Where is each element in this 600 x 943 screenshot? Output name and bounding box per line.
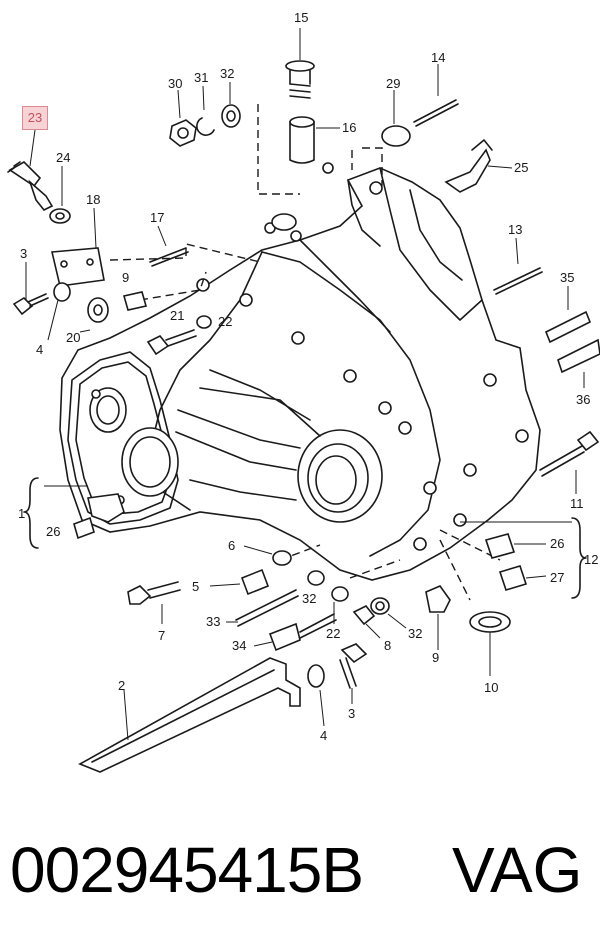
callout-26: 26 [46,524,60,539]
callout-24: 24 [56,150,70,165]
callout-3: 3 [20,246,27,261]
callout-4: 4 [36,342,43,357]
callout-20: 20 [66,330,80,345]
callout-13: 13 [508,222,522,237]
callout-34: 34 [232,638,246,653]
callout-22-bottom: 22 [326,626,340,641]
callout-16: 16 [342,120,356,135]
callout-1: 1 [18,506,25,521]
callout-17: 17 [150,210,164,225]
callout-14: 14 [431,50,445,65]
callout-7: 7 [158,628,165,643]
highlight-box-23 [22,106,48,130]
callout-2: 2 [118,678,125,693]
brand-name: VAG [452,834,583,906]
callout-9-right: 9 [432,650,439,665]
callout-32-mid: 32 [302,591,316,606]
callout-8: 8 [384,638,391,653]
gearbox-housing [59,162,541,581]
exploded-parts-diagram: 15 14 30 31 32 29 16 24 25 18 17 13 3 9 … [7,10,600,773]
callout-11: 11 [570,496,584,511]
footer-bar: 002945415B VAG [0,825,600,943]
part-15-plug [285,28,315,99]
callout-4-bottom: 4 [320,728,327,743]
callout-33: 33 [206,614,220,629]
part-2-rail [78,657,301,773]
callout-5: 5 [192,579,199,594]
callout-15: 15 [294,10,308,25]
callout-30: 30 [168,76,182,91]
callout-31: 31 [194,70,208,85]
callout-18: 18 [86,192,100,207]
part-23-switch [7,129,54,212]
callout-23-highlighted[interactable]: 23 [27,110,43,125]
callout-26-right: 26 [550,536,564,551]
callout-32: 32 [220,66,234,81]
callout-12: 12 [584,552,598,567]
part-number: 002945415B [10,834,364,906]
callout-25: 25 [514,160,528,175]
callout-36: 36 [576,392,590,407]
callout-21: 21 [170,308,184,323]
callout-10: 10 [484,680,498,695]
callout-22: 22 [218,314,232,329]
callout-29: 29 [386,76,400,91]
callout-3-bottom: 3 [348,706,355,721]
callout-32-right: 32 [408,626,422,641]
callout-35: 35 [560,270,574,285]
callout-labels: 15 14 30 31 32 29 16 24 25 18 17 13 3 9 … [18,10,598,743]
callout-9: 9 [122,270,129,285]
callout-6: 6 [228,538,235,553]
callout-27: 27 [550,570,564,585]
